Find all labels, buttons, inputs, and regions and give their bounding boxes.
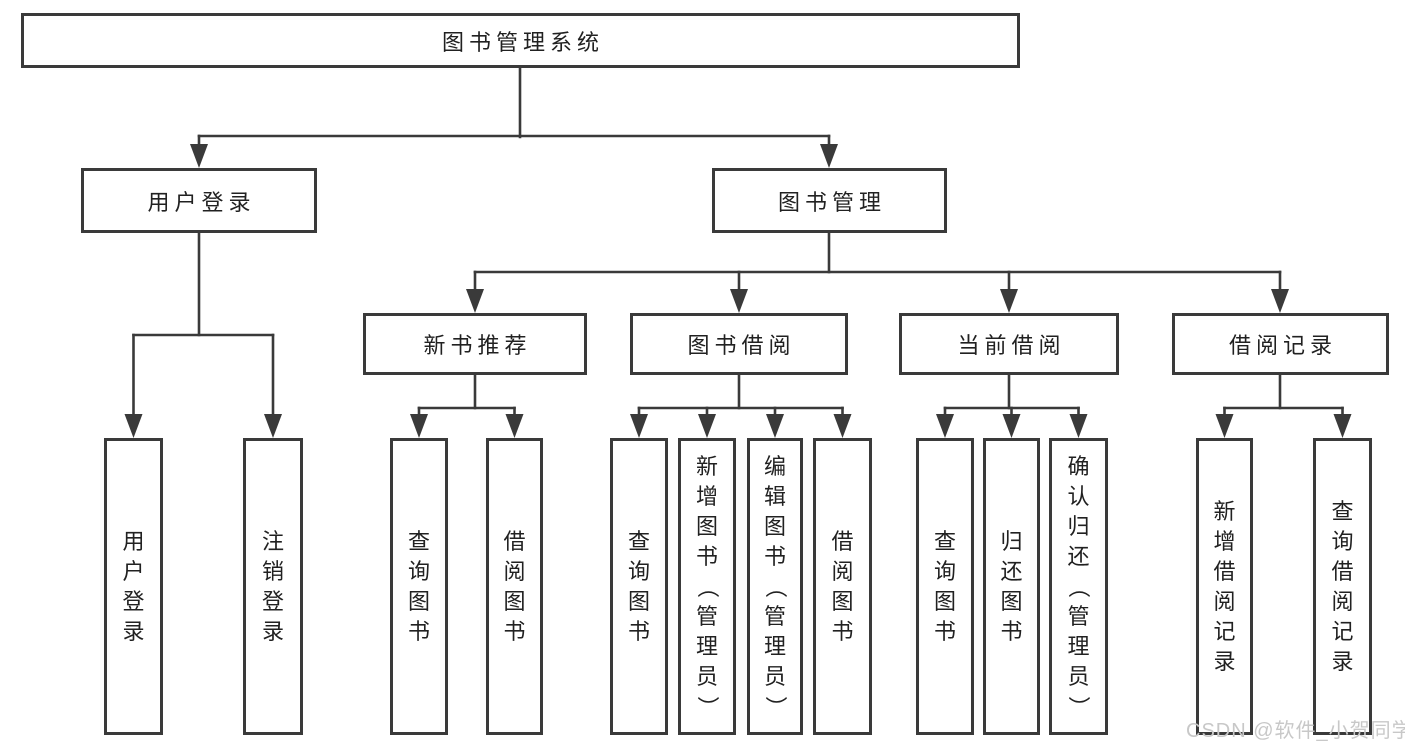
leaf-query-borrow-record: 查询借阅记录 (1313, 438, 1372, 735)
leaf-logout-login: 注销登录 (243, 438, 303, 735)
node-new-book-recommend: 新书推荐 (363, 313, 587, 375)
node-current-borrowing: 当前借阅 (899, 313, 1119, 375)
leaf-user-login: 用户登录 (104, 438, 163, 735)
node-user-login: 用户登录 (81, 168, 317, 233)
node-book-management: 图书管理 (712, 168, 947, 233)
leaf-label: 查询图书 (627, 528, 650, 644)
node-borrowing-records: 借阅记录 (1172, 313, 1389, 375)
leaf-borrow-books-borrowing: 借阅图书 (813, 438, 872, 735)
leaf-label: 归还图书 (1000, 528, 1023, 644)
leaf-label: 确认归还（管理员） (1066, 453, 1092, 718)
leaf-query-books-recommend: 查询图书 (390, 438, 448, 735)
node-label: 新书推荐 (423, 333, 532, 358)
leaf-add-books-admin: 新增图书（管理员） (678, 438, 736, 735)
leaf-label: 新增图书（管理员） (694, 453, 720, 718)
csdn-watermark: CSDN @软件_小贺同学 (1186, 720, 1405, 742)
leaf-confirm-return-admin: 确认归还（管理员） (1049, 438, 1108, 735)
node-book-borrowing: 图书借阅 (630, 313, 848, 375)
leaf-label: 用户登录 (122, 528, 145, 644)
leaf-query-books-current: 查询图书 (916, 438, 974, 735)
leaf-add-borrow-record: 新增借阅记录 (1196, 438, 1253, 735)
node-label: 当前借阅 (957, 333, 1066, 358)
leaf-borrow-books-recommend: 借阅图书 (486, 438, 543, 735)
leaf-query-books-borrowing: 查询图书 (610, 438, 668, 735)
leaf-edit-books-admin: 编辑图书（管理员） (747, 438, 803, 735)
leaf-label: 查询图书 (933, 528, 956, 644)
leaf-label: 查询借阅记录 (1331, 498, 1354, 674)
root-label: 图书管理系统 (441, 29, 604, 55)
node-label: 借阅记录 (1228, 333, 1337, 358)
node-label: 图书借阅 (687, 333, 796, 358)
leaf-return-books: 归还图书 (983, 438, 1040, 735)
leaf-label: 借阅图书 (503, 528, 526, 644)
node-label: 用户登录 (147, 189, 256, 215)
root-node-library-management-system: 图书管理系统 (21, 13, 1020, 68)
leaf-label: 查询图书 (407, 528, 430, 644)
leaf-label: 新增借阅记录 (1213, 498, 1236, 674)
node-label: 图书管理 (777, 189, 886, 215)
leaf-label: 借阅图书 (831, 528, 854, 644)
leaf-label: 注销登录 (261, 528, 284, 644)
leaf-label: 编辑图书（管理员） (762, 453, 788, 718)
